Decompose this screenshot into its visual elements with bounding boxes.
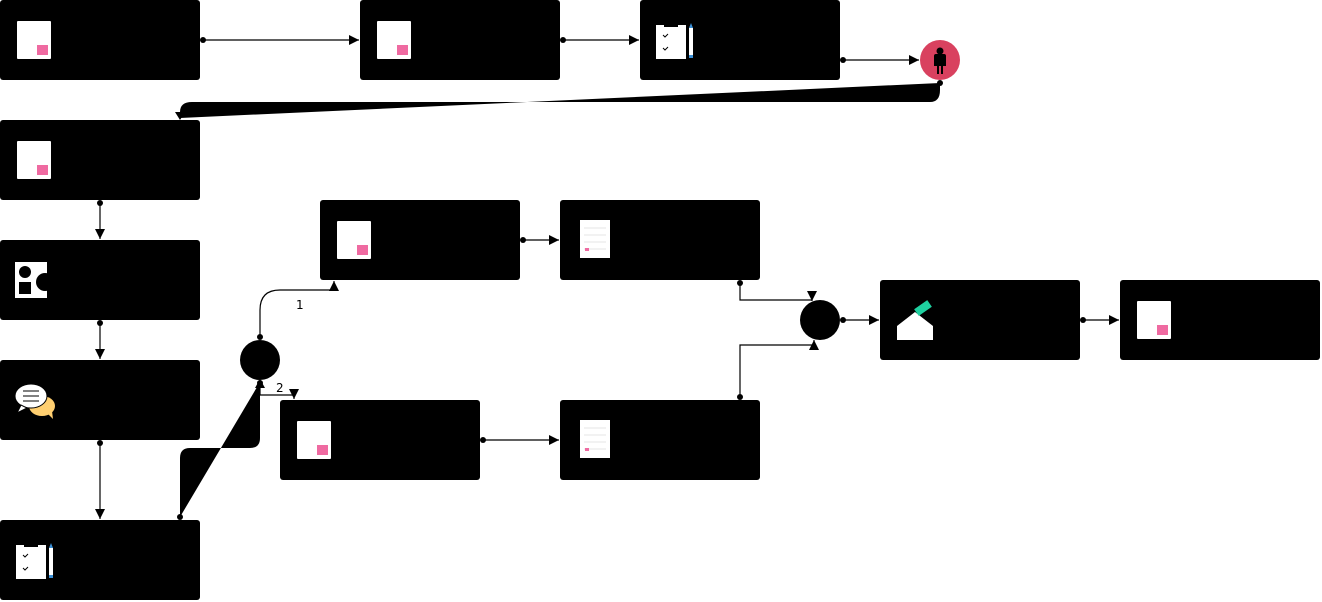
task-node[interactable] [560,200,760,280]
task-box [0,360,200,440]
gateway-circle [240,340,280,380]
connector-dot [937,80,943,86]
document-icon [1137,301,1171,339]
task-box [0,0,200,80]
document-lines-icon [580,420,610,458]
gateway-node[interactable] [800,300,840,340]
task-node[interactable] [0,360,200,440]
gateway-node[interactable] [240,340,280,380]
document-icon [297,421,331,459]
task-box [320,200,520,280]
arrowhead [175,112,185,120]
task-box [1120,280,1320,360]
task-node[interactable] [0,120,200,200]
task-node[interactable] [320,200,520,280]
edge-label-1: 1 [296,298,304,312]
chat-bubbles-icon [14,383,55,419]
task-node[interactable] [280,400,480,480]
connector-edge[interactable] [739,283,817,301]
connector-edge[interactable] [259,383,299,399]
task-node[interactable] [560,400,760,480]
connector-dot [177,514,183,520]
start-event-node[interactable] [920,40,960,80]
shapes-icon [15,262,54,298]
task-node[interactable] [0,520,200,600]
split-connector-band [180,382,260,517]
document-icon [17,141,51,179]
clipboard-pencil-icon [16,542,53,579]
document-icon [337,221,371,259]
task-node[interactable] [360,0,560,80]
task-box [280,400,480,480]
task-node[interactable] [0,0,200,80]
task-box [0,120,200,200]
clipboard-pencil-icon [656,22,693,59]
connector-edge[interactable] [739,340,819,397]
task-box [0,240,200,320]
task-node[interactable] [880,280,1080,360]
task-box [0,520,200,600]
person-icon [934,47,946,74]
task-node[interactable] [1120,280,1320,360]
document-icon [17,21,51,59]
document-icon [377,21,411,59]
connector-edge[interactable] [259,281,339,337]
task-box [640,0,840,80]
return-connector-band [180,83,940,118]
edge-label-2: 2 [276,381,284,395]
document-lines-icon [580,220,610,258]
task-box [360,0,560,80]
envelope-icon [897,300,933,340]
task-node[interactable] [0,240,200,320]
task-node[interactable] [640,0,840,80]
gateway-circle [800,300,840,340]
